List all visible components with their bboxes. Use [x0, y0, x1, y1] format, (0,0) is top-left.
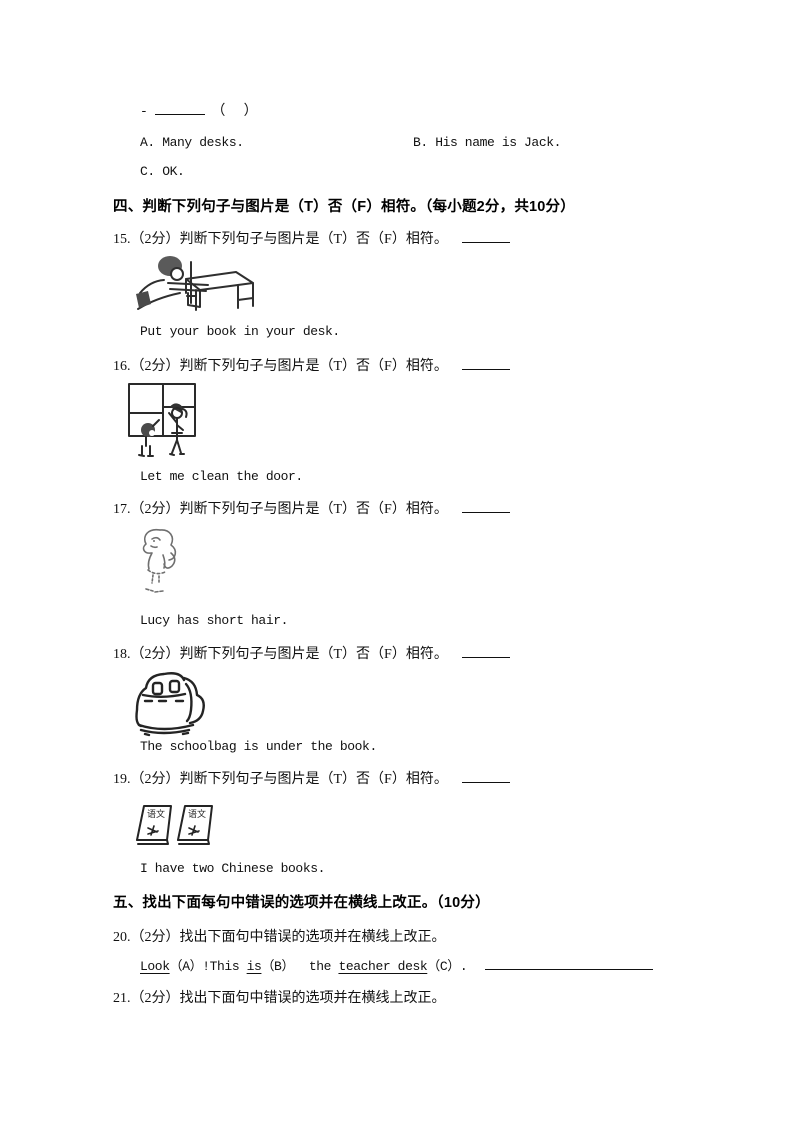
question-17-figure	[138, 527, 190, 597]
answer-bracket: （ ）	[211, 104, 258, 119]
underlined-word: teacher desk	[338, 959, 428, 974]
question-19-figure: 语文 语文	[134, 802, 216, 846]
question-20-sentence: Look（A）!This is（B） the teacher desk（C）.	[140, 955, 653, 974]
boy-putting-book-in-desk-illustration	[136, 256, 254, 311]
question-15-sentence: Put your book in your desk.	[140, 324, 340, 339]
sentence-segment: （B） the	[261, 959, 339, 974]
answer-blank	[155, 102, 206, 115]
question-17-sentence: Lucy has short hair.	[140, 613, 289, 628]
section5-heading: 五、找出下面每句中错误的选项并在横线上改正。（10分）	[113, 895, 490, 911]
answer-blank	[461, 499, 510, 513]
question-15-figure	[134, 253, 256, 317]
schoolbag-illustration	[135, 672, 205, 737]
question-20-prompt: 20.（2分）找出下面句中错误的选项并在横线上改正。	[113, 930, 446, 945]
underlined-word: Look	[140, 959, 170, 974]
question-19-sentence: I have two Chinese books.	[140, 861, 326, 876]
underlined-word: is	[246, 959, 262, 974]
question-16-sentence: Let me clean the door.	[140, 469, 303, 484]
kids-cleaning-window-illustration	[128, 383, 196, 457]
option-b: B. His name is Jack.	[413, 135, 562, 150]
sentence-segment: （A）!This	[169, 959, 247, 974]
question-19-prompt: 19.（2分）判断下列句子与图片是（T）否（F）相符。	[113, 768, 510, 788]
option-c: C. OK.	[140, 164, 185, 179]
two-chinese-textbooks-illustration: 语文 语文	[136, 805, 213, 845]
book-cover-text: 语文	[147, 808, 165, 819]
question-18-prompt: 18.（2分）判断下列句子与图片是（T）否（F）相符。	[113, 643, 510, 663]
question-15-prompt: 15.（2分）判断下列句子与图片是（T）否（F）相符。	[113, 228, 510, 248]
dialog-response-line: - （ ）	[140, 100, 258, 120]
question-18-sentence: The schoolbag is under the book.	[140, 739, 377, 754]
book-cover-text: 语文	[188, 808, 206, 819]
question-17-prompt: 17.（2分）判断下列句子与图片是（T）否（F）相符。	[113, 498, 510, 518]
answer-blank	[461, 229, 510, 243]
girl-with-long-hair-illustration	[142, 528, 177, 593]
sentence-segment: （C）.	[427, 959, 475, 974]
dash: -	[140, 104, 148, 119]
option-a: A. Many desks.	[140, 135, 244, 150]
answer-blank	[461, 769, 510, 783]
question-16-figure	[126, 382, 210, 458]
answer-blank	[484, 957, 653, 970]
question-21-prompt: 21.（2分）找出下面句中错误的选项并在横线上改正。	[113, 991, 446, 1006]
section4-heading: 四、判断下列句子与图片是（T）否（F）相符。（每小题2分，共10分）	[113, 199, 575, 215]
answer-blank	[461, 356, 510, 370]
question-16-prompt: 16.（2分）判断下列句子与图片是（T）否（F）相符。	[113, 355, 510, 375]
question-18-figure	[131, 668, 219, 738]
answer-blank	[461, 644, 510, 658]
